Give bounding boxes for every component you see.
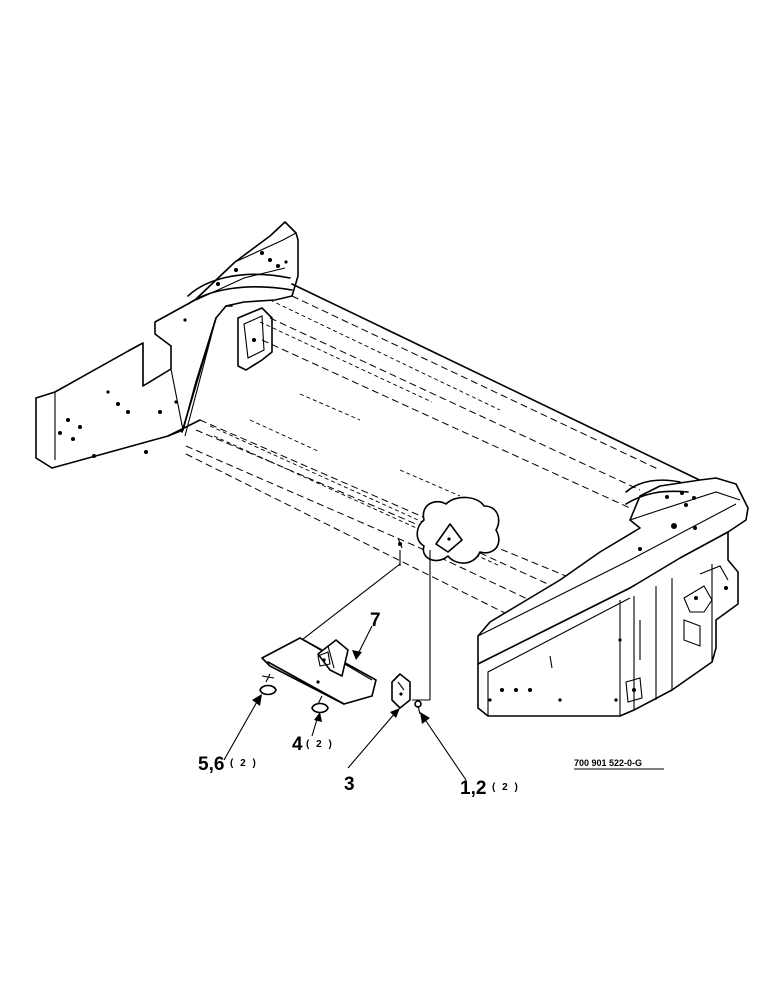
left-plate-holes [58, 251, 288, 458]
right-end-beam [477, 477, 749, 665]
exploded-parts [259, 537, 431, 715]
leader-item-7 [357, 625, 373, 655]
leader-item-1-2 [423, 717, 467, 781]
callout-item-5-6: 5,6 [198, 754, 224, 775]
callout-item-1-2: 1,2 [460, 778, 486, 799]
drawing-reference-number: 700 901 522-0-G [574, 758, 642, 768]
cover-plate-fin [317, 639, 349, 677]
leader-item-5-6 [223, 699, 259, 761]
callout-item-3: 3 [344, 774, 355, 795]
leader-item-3 [347, 711, 397, 769]
carriage-bolt-item-4 [311, 702, 329, 714]
callout-item-7: 7 [370, 610, 381, 631]
callout-item-4-qty: ( 2 ) [306, 739, 334, 750]
callout-item-5-6-qty: ( 2 ) [230, 758, 258, 769]
callout-arrows [223, 625, 467, 781]
callout-labels: 7 4 ( 2 ) 5,6 ( 2 ) 3 1,2 ( 2 ) 700 901 … [198, 610, 664, 799]
callout-item-4: 4 [292, 734, 303, 755]
right-end-plate [477, 531, 739, 717]
cover-plate-item-7 [261, 637, 377, 705]
clip-item-3 [391, 673, 411, 709]
bolt-nut-item-5-6 [259, 684, 277, 696]
breakaway-detail [416, 496, 500, 564]
header-frame [35, 221, 749, 717]
callout-item-1-2-qty: ( 2 ) [492, 782, 520, 793]
